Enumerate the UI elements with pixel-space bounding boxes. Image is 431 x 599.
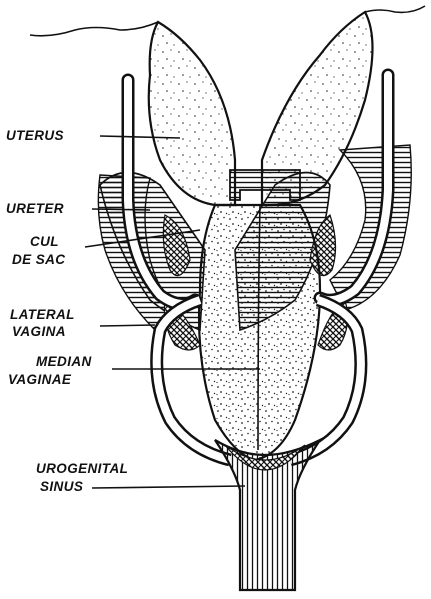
label-urogenital-sinus: UROGENITAL SINUS [36,461,245,494]
label-lateral-vagina: LATERAL VAGINA [10,307,155,339]
urogenital-sinus [215,440,320,590]
label-urogenital-text: UROGENITAL [36,461,128,476]
label-de-sac-text: DE SAC [12,252,65,267]
label-vagina-text: VAGINA [12,324,66,339]
label-uterus-text: UTERUS [6,128,64,143]
label-median-text: MEDIAN [36,354,92,369]
label-sinus-text: SINUS [40,479,83,494]
label-ureter-text: URETER [6,201,64,216]
label-lateral-text: LATERAL [10,307,75,322]
label-cul-text: CUL [30,234,59,249]
label-vaginae-text: VAGINAE [8,372,72,387]
